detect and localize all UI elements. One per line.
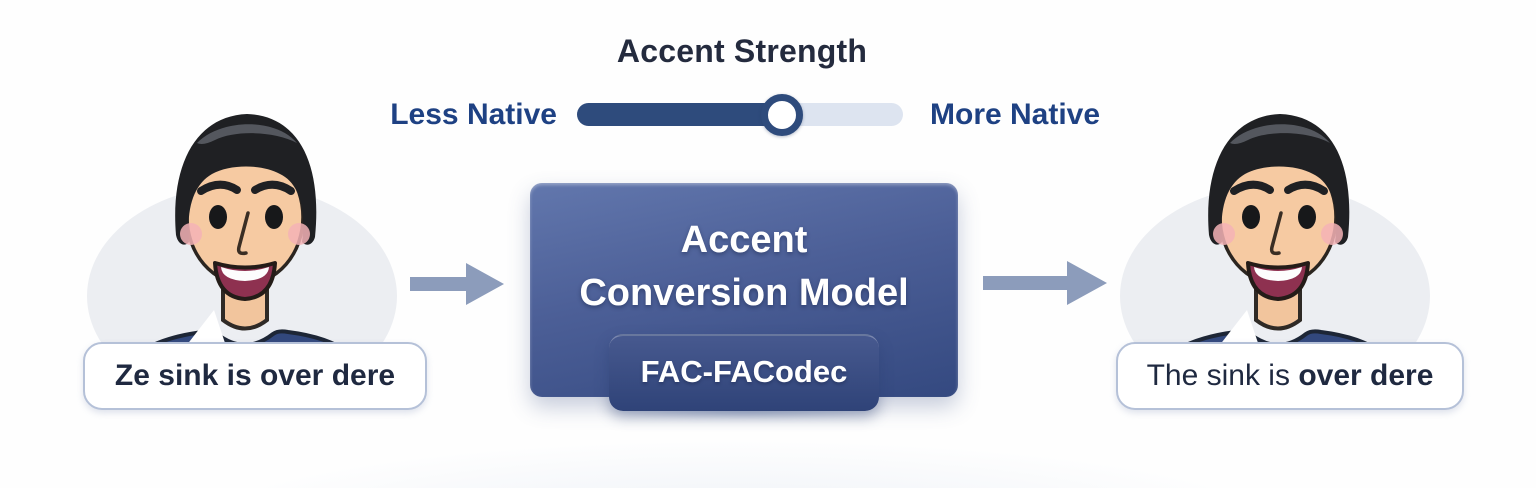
input-speech-bubble: Ze sink is over dere [83, 342, 427, 410]
slider-title: Accent Strength [616, 33, 868, 69]
output-speech-bubble: The sink is over dere [1116, 342, 1464, 410]
model-title-line2: Conversion Model [579, 272, 909, 314]
output-speech-text-medium: over [1298, 359, 1371, 392]
slider-fill [577, 103, 783, 126]
model-title-line1: Accent [680, 219, 808, 261]
output-speech-text-bold: dere [1370, 359, 1434, 392]
input-to-model-arrow-icon [410, 263, 504, 305]
input-bubble-tail [186, 310, 226, 346]
accent-conversion-model-box: Accent Conversion Model FAC-FACodec [530, 183, 958, 411]
slider-thumb[interactable] [761, 93, 804, 136]
slider-label-more-native: More Native [930, 98, 1101, 131]
accent-strength-slider[interactable] [577, 93, 903, 136]
model-badge: FAC-FACodec [609, 334, 879, 411]
output-bubble-tail [1219, 310, 1259, 346]
slider-label-less-native: Less Native [390, 98, 557, 131]
input-speech-text: Ze sink is over dere [114, 359, 396, 392]
model-to-output-arrow-icon [983, 261, 1107, 305]
output-speech-text-regular: The sink is [1146, 359, 1299, 392]
